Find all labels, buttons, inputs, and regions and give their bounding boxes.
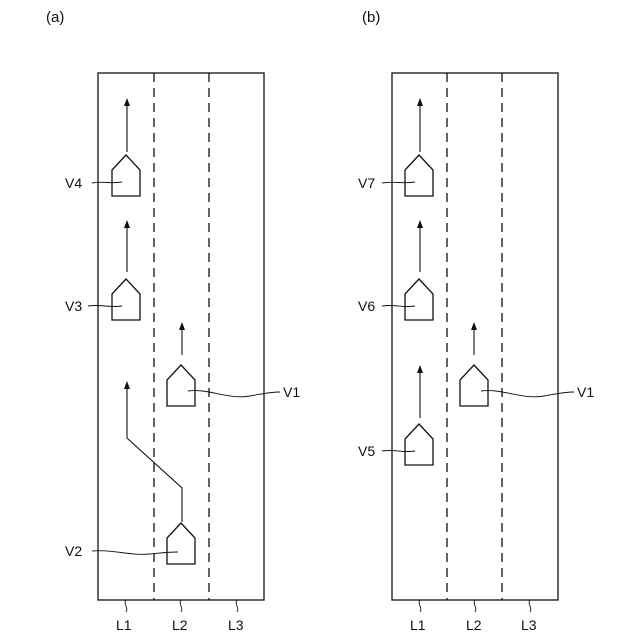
vehicle-label-v7: V7	[358, 175, 375, 191]
lane-tick-l1-b	[419, 600, 421, 612]
vehicle-label-v1-b: V1	[577, 384, 594, 400]
vehicle-v2	[92, 381, 195, 564]
lane-label-l2-a: L2	[172, 617, 188, 633]
lane-label-l3-b: L3	[521, 617, 537, 633]
vehicle-label-v3: V3	[65, 298, 82, 314]
lane-label-l3-a: L3	[228, 617, 244, 633]
panel-a-label: (a)	[46, 9, 64, 26]
lane-tick-l2-b	[474, 600, 476, 612]
vehicle-label-v5: V5	[358, 443, 375, 459]
panel-a: (a) V4 V3 V1	[46, 9, 300, 633]
vehicle-v5	[382, 365, 433, 465]
vehicle-v1-a	[167, 322, 280, 406]
vehicle-v1-b	[460, 322, 574, 406]
lane-label-l1-a: L1	[116, 617, 132, 633]
vehicle-label-v6: V6	[358, 298, 375, 314]
vehicle-v6	[382, 220, 433, 320]
lane-tick-l3-b	[529, 600, 531, 612]
vehicle-v7	[382, 98, 433, 196]
vehicle-v4	[92, 98, 140, 196]
vehicle-v3	[88, 220, 140, 320]
vehicle-label-v1-a: V1	[283, 384, 300, 400]
vehicle-label-v2: V2	[65, 543, 82, 559]
panel-b-label: (b)	[362, 9, 380, 26]
vehicle-label-v4: V4	[65, 175, 82, 191]
lane-tick-l2-a	[180, 600, 182, 612]
panel-b-road	[392, 73, 558, 600]
lane-tick-l1-a	[125, 600, 127, 612]
panel-b: (b) V7 V6 V1	[358, 9, 594, 633]
lane-label-l2-b: L2	[466, 617, 482, 633]
lane-tick-l3-a	[236, 600, 238, 612]
lane-label-l1-b: L1	[410, 617, 426, 633]
panel-a-road	[98, 73, 264, 600]
